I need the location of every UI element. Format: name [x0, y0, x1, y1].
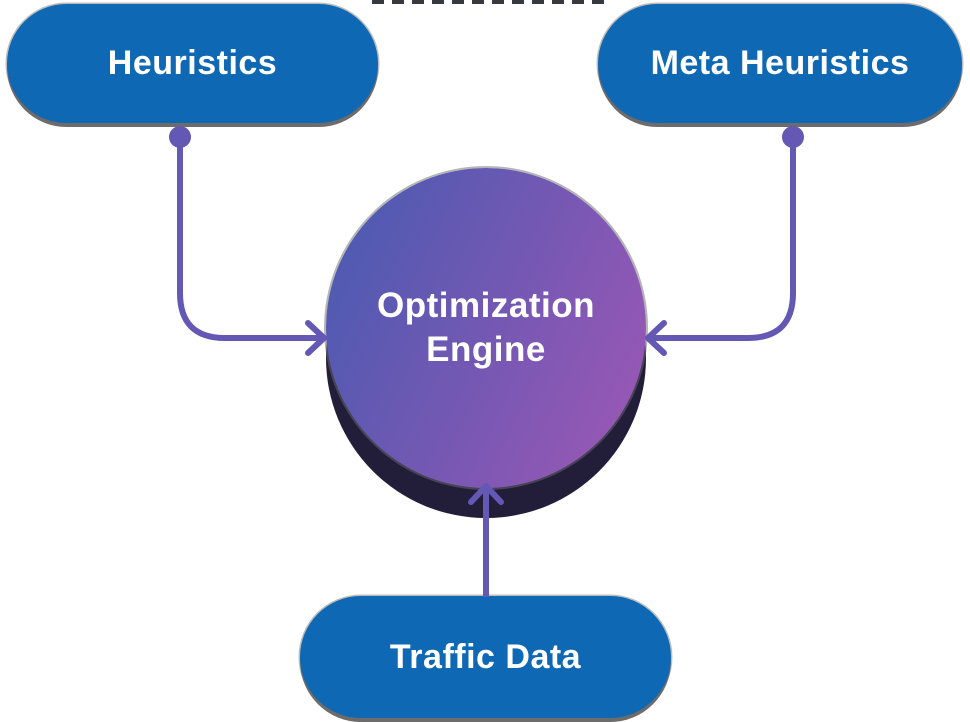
- node-meta-heuristics-label: Meta Heuristics: [650, 44, 910, 82]
- node-meta-heuristics: Meta Heuristics: [598, 4, 962, 123]
- connector-start-dot: [782, 126, 804, 148]
- node-optimization-engine: Optimization Engine: [326, 168, 646, 488]
- engine-label-line1: Optimization: [377, 286, 595, 326]
- node-traffic-data: Traffic Data: [300, 596, 671, 718]
- connector-line: [177, 142, 320, 341]
- engine-label-line2: Engine: [426, 330, 546, 369]
- connector-start-dot: [169, 126, 191, 148]
- node-heuristics: Heuristics: [7, 4, 378, 123]
- edge-heuristics-to-engine: [169, 126, 327, 356]
- engine-label: Optimization Engine: [377, 284, 595, 372]
- arrowhead-left-icon: [645, 320, 667, 356]
- node-heuristics-label: Heuristics: [107, 44, 278, 82]
- connector-line: [652, 142, 796, 341]
- edge-meta-heuristics-to-engine: [645, 126, 804, 356]
- arrowhead-right-icon: [305, 320, 327, 356]
- node-traffic-data-label: Traffic Data: [389, 637, 582, 676]
- top-artifact-line: [372, 0, 612, 4]
